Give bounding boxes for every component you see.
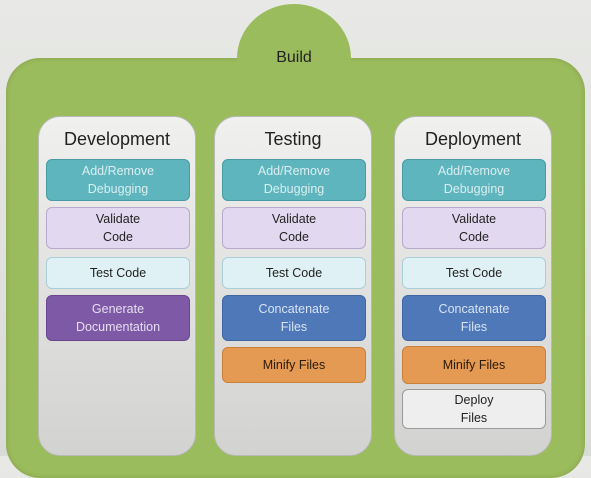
deploy-validate-code-step: Validate Code	[402, 207, 546, 249]
deploy-minify-files-step: Minify Files	[402, 346, 546, 384]
deployment-title: Deployment	[424, 129, 522, 149]
dev-add-remove-debugging-step: Add/Remove Debugging	[46, 159, 190, 201]
test-concatenate-files-step: Concatenate Files	[222, 295, 366, 341]
build-label: Build	[276, 49, 312, 66]
dev-test-code-step: Test Code	[46, 257, 190, 289]
test-minify-files-step: Minify Files	[222, 347, 366, 383]
development-title: Development	[63, 129, 171, 149]
dev-generate-documentation-step: Generate Documentation	[46, 295, 190, 341]
dev-validate-code-step: Validate Code	[46, 207, 190, 249]
development-column: Development Add/Remove Debugging Validat…	[38, 116, 196, 456]
deploy-deploy-files-step: Deploy Files	[402, 389, 546, 429]
deploy-add-remove-debugging-step: Add/Remove Debugging	[402, 159, 546, 201]
deploy-concatenate-files-step: Concatenate Files	[402, 295, 546, 341]
deployment-column: Deployment Add/Remove Debugging Validate…	[394, 116, 552, 456]
testing-title: Testing	[264, 129, 322, 149]
test-test-code-step: Test Code	[222, 257, 366, 289]
test-add-remove-debugging-step: Add/Remove Debugging	[222, 159, 366, 201]
build-circle: Build	[237, 4, 351, 112]
deploy-test-code-step: Test Code	[402, 257, 546, 289]
test-validate-code-step: Validate Code	[222, 207, 366, 249]
testing-column: Testing Add/Remove Debugging Validate Co…	[214, 116, 372, 456]
